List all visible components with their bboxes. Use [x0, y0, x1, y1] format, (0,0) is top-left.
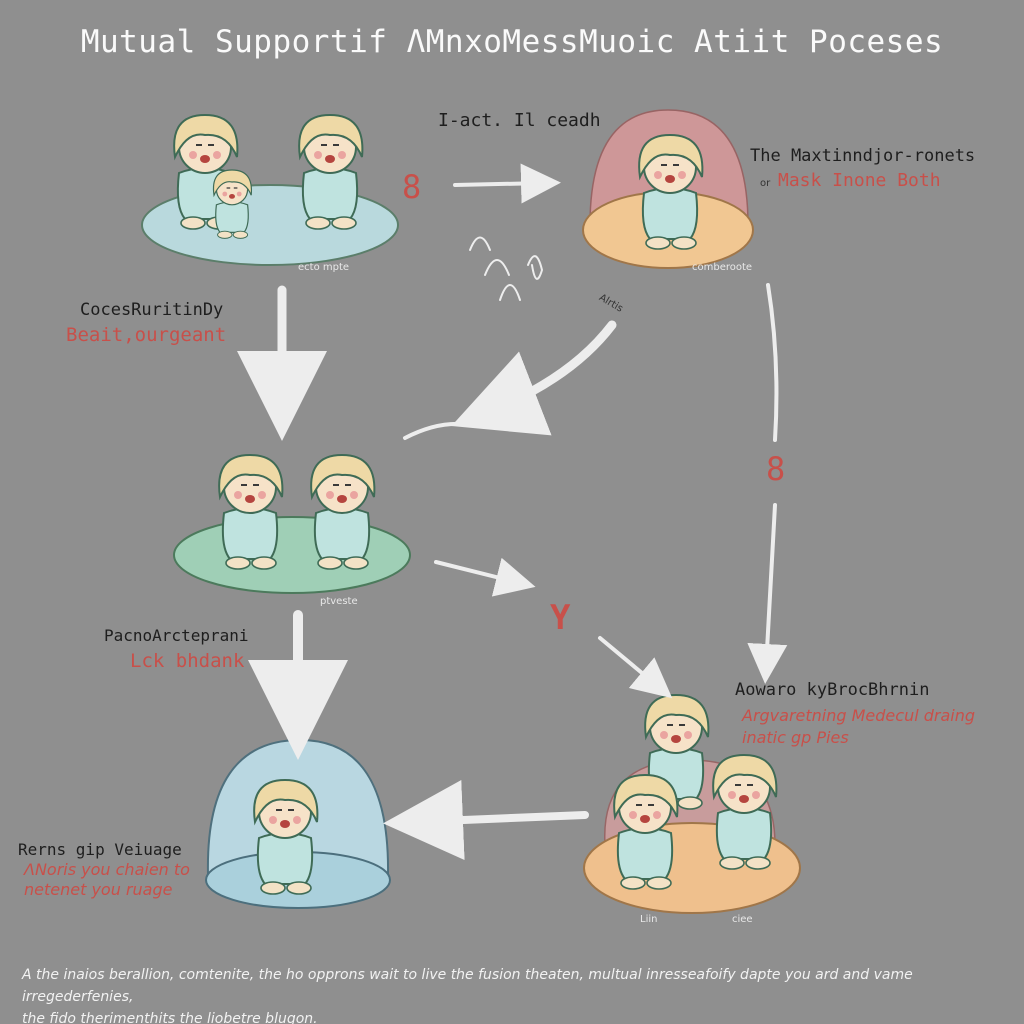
scene-mat-5: [583, 694, 801, 914]
caption-scene-1: ecto mpte: [298, 262, 350, 273]
caption-scene-3: ptveste: [320, 596, 358, 607]
label-top-number: 8: [402, 168, 422, 206]
label-right-top: The Maxtinndjor-ronets: [750, 146, 976, 166]
label-bottom-left-red-1: ΛNoris you chaien to: [24, 860, 190, 879]
flow-arrows: [237, 163, 788, 860]
footer-line-2: the fido therimenthits the liobetre blug…: [22, 1011, 318, 1024]
caption-scene-5a: Liin: [640, 914, 658, 925]
footer-line-1: A the inaios berallion, comtenite, the h…: [22, 967, 913, 1005]
label-bottom-left: Rerns gip Veiuage: [18, 840, 182, 859]
label-right-low-red-2: inatic gp Pies: [742, 728, 849, 747]
caption-scene-5b: ciee: [732, 914, 753, 925]
label-left-low-red: Lck bhdank: [130, 650, 245, 672]
footer-text: A the inaios berallion, comtenite, the h…: [22, 964, 1002, 1024]
label-right-low-red-1: Argvaretning Medecul draing: [742, 706, 976, 725]
page-title: Mutual Supportif ΛMnxoMessMuoic Atiit Po…: [80, 24, 944, 60]
label-left-mid: CocesRuritinDy: [80, 300, 224, 320]
scene-mat-1: [141, 114, 399, 266]
scene-mat-4: [205, 738, 391, 909]
scene-mat-2: [582, 109, 754, 269]
scene-mat-3: [173, 454, 411, 594]
label-left-mid-red: Beait,ourgeant: [66, 324, 227, 346]
label-right-top-red: Mask Inone Both: [778, 170, 941, 191]
label-bottom-left-red-2: netenet you ruage: [24, 880, 173, 899]
label-top-center: I-act. Il ceadh: [438, 110, 601, 131]
label-right-low: Aowaro kyBrocBhrnin: [735, 680, 930, 700]
label-right-number: 8: [766, 450, 786, 488]
label-right-top-small: or: [760, 178, 771, 189]
label-center-symbol: Y: [550, 598, 571, 638]
caption-scene-2: comberoote: [692, 262, 753, 273]
label-left-low: PacnoArcteprani: [104, 626, 249, 645]
